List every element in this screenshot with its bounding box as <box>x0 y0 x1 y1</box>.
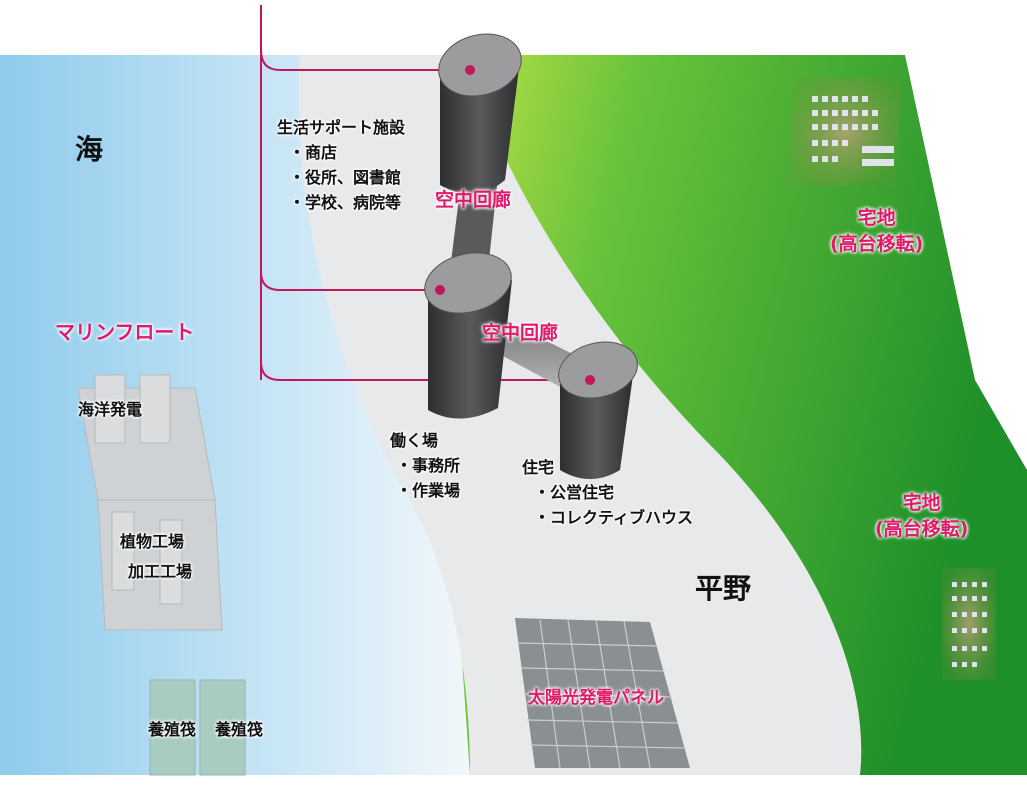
workplace-block: 働く場 ・事務所 ・作業場 <box>390 428 460 503</box>
marine-front-label: マリンフロート <box>55 320 195 344</box>
connector-lines <box>260 5 590 381</box>
residential-bottom-label: 宅地 (高台移転) <box>875 490 968 542</box>
solar-panel-label: 太陽光発電パネル <box>528 688 664 708</box>
residential-lot-bottom <box>942 568 996 680</box>
tower-housing <box>558 341 638 479</box>
plant-factory-label: 植物工場 <box>120 532 185 551</box>
ocean-power-platform <box>77 374 216 501</box>
life-support-item: ・商店 <box>289 143 338 162</box>
aquaculture-rafts <box>149 679 246 776</box>
housing-item: ・コレクティブハウス <box>534 508 694 527</box>
residential-top-line2: (高台移転) <box>830 233 924 255</box>
tower-top <box>438 33 522 194</box>
processing-factory-label: 加工工場 <box>128 562 193 581</box>
sea-label: 海 <box>75 133 104 166</box>
aquaculture-raft-label-right: 養殖筏 <box>215 720 264 739</box>
plain-label: 平野 <box>695 572 752 605</box>
aquaculture-raft-label-left: 養殖筏 <box>148 720 197 739</box>
life-support-item: ・学校、病院等 <box>289 193 402 212</box>
residential-top-label: 宅地 (高台移転) <box>830 205 923 257</box>
life-support-block: 生活サポート施設 ・商店 ・役所、図書館 ・学校、病院等 <box>277 115 405 215</box>
residential-lot-top <box>786 78 903 186</box>
tower-middle <box>424 252 512 419</box>
life-support-title: 生活サポート施設 <box>277 118 406 137</box>
workplace-item: ・作業場 <box>396 481 461 500</box>
skyway-middle-label: 空中回廊 <box>482 322 559 344</box>
skyway-top-label: 空中回廊 <box>435 189 512 211</box>
workplace-title: 働く場 <box>390 431 439 450</box>
ocean-power-label: 海洋発電 <box>78 400 143 419</box>
factory-platform <box>97 499 223 631</box>
housing-title: 住宅 <box>522 458 555 477</box>
housing-item: ・公営住宅 <box>534 483 615 502</box>
life-support-item: ・役所、図書館 <box>289 168 402 187</box>
solar-panel-array <box>515 618 690 769</box>
workplace-item: ・事務所 <box>396 456 461 475</box>
residential-bottom-line1: 宅地 <box>902 492 941 514</box>
residential-top-line1: 宅地 <box>857 207 896 229</box>
housing-block: 住宅 ・公営住宅 ・コレクティブハウス <box>522 455 693 530</box>
residential-bottom-line2: (高台移転) <box>875 518 969 540</box>
